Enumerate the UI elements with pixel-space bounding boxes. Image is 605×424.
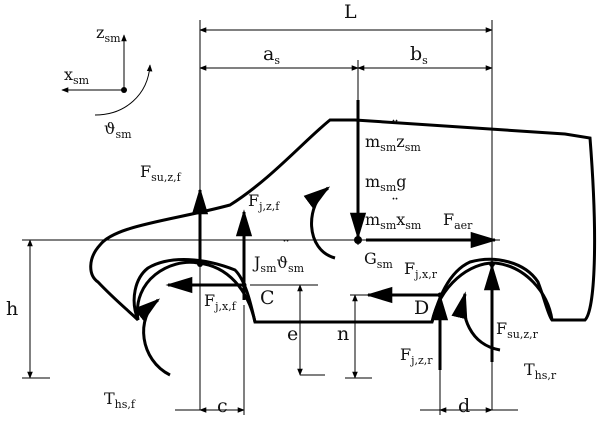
label-F-j-z-f: F xyxy=(248,191,259,210)
svg-text:zsm: zsm xyxy=(96,23,121,45)
svg-text:C: C xyxy=(260,287,275,309)
svg-text:L: L xyxy=(344,1,357,23)
double-dot-theta: ¨ xyxy=(282,237,290,256)
label-b: b xyxy=(410,43,422,65)
rear-torque-arrow xyxy=(451,291,501,352)
label-theta-sub: sm xyxy=(115,128,132,141)
label-F-j-x-r: F xyxy=(404,259,415,278)
label-F-j-x-r-sub: j,x,r xyxy=(413,268,438,281)
label-z-axis: z xyxy=(96,23,104,42)
label-n: n xyxy=(337,323,349,345)
label-mg-var: g xyxy=(396,172,406,191)
label-J: J xyxy=(252,253,260,272)
label-mx-var: x xyxy=(396,210,405,229)
label-F-aer: F xyxy=(443,210,454,229)
label-h: h xyxy=(6,298,18,320)
label-mx-m-sub: sm xyxy=(380,219,397,232)
label-theta: ϑ xyxy=(104,119,115,138)
label-point-C: C xyxy=(260,287,275,309)
label-c: c xyxy=(217,395,228,417)
label-mz-var-sub: sm xyxy=(405,141,422,154)
svg-text:n: n xyxy=(337,323,349,345)
svg-text:bs: bs xyxy=(410,43,428,67)
label-x-axis-sub: sm xyxy=(73,74,90,87)
label-mg-m: m xyxy=(365,172,380,191)
vehicle-body-outline xyxy=(89,118,597,324)
svg-text:Fj,x,r: Fj,x,r xyxy=(404,259,438,281)
svg-text:Fj,z,f: Fj,z,f xyxy=(248,191,280,213)
label-F-j-x-f: F xyxy=(204,291,215,310)
label-F-j-z-f-sub: j,z,f xyxy=(257,200,280,213)
double-dot-x: ¨ xyxy=(391,195,399,214)
label-F-su-z-r-sub: su,z,r xyxy=(507,328,539,341)
svg-text:Fsu,z,f: Fsu,z,f xyxy=(140,162,182,184)
label-point-D: D xyxy=(414,297,429,319)
svg-text:c: c xyxy=(217,395,228,417)
svg-text:Ths,f: Ths,f xyxy=(104,389,136,411)
svg-text:D: D xyxy=(414,297,429,319)
point-C-marker xyxy=(241,282,247,288)
inertia-moment-arrow xyxy=(303,186,336,260)
label-a-sub: s xyxy=(274,54,280,67)
front-wheel-center xyxy=(197,261,203,267)
label-F-j-z-r-sub: j,z,r xyxy=(409,354,433,367)
double-dot-z: ¨ xyxy=(391,117,399,136)
label-L: L xyxy=(344,1,357,23)
svg-text:h: h xyxy=(6,298,18,320)
pitch-rotation-arrow xyxy=(94,64,153,116)
label-T-hs-f-sub: hs,f xyxy=(115,398,136,411)
label-T-hs-f: T xyxy=(104,389,115,408)
label-F-su-z-f: F xyxy=(140,162,151,181)
svg-text:as: as xyxy=(263,43,280,67)
svg-text:msmxsm: msmxsm xyxy=(365,210,422,232)
label-G-sub: sm xyxy=(377,258,394,271)
label-mg-m-sub: sm xyxy=(380,181,397,194)
svg-text:Fsu,z,r: Fsu,z,r xyxy=(496,319,539,341)
label-F-su-z-f-sub: su,z,f xyxy=(151,171,182,184)
label-e: e xyxy=(287,323,298,345)
label-F-j-x-f-sub: j,x,f xyxy=(213,300,237,313)
svg-text:Jsmϑsm: Jsmϑsm xyxy=(252,253,305,275)
svg-text:msmg: msmg xyxy=(365,172,407,194)
label-mx-m: m xyxy=(365,210,380,229)
label-x-axis: x xyxy=(64,65,73,84)
label-mz-m: m xyxy=(365,132,380,151)
svg-text:Faer: Faer xyxy=(443,210,473,232)
label-mz-m-sub: sm xyxy=(380,141,397,154)
svg-text:Gsm: Gsm xyxy=(364,249,393,271)
rear-wheel-center xyxy=(489,261,495,267)
svg-text:Ths,r: Ths,r xyxy=(524,360,557,382)
frame-origin xyxy=(121,87,127,93)
center-of-gravity-point xyxy=(354,236,362,244)
label-J-var: ϑ xyxy=(277,253,288,272)
svg-text:msmzsm: msmzsm xyxy=(365,132,421,154)
label-mz-var: z xyxy=(396,132,404,151)
label-F-aer-sub: aer xyxy=(454,219,473,232)
svg-text:d: d xyxy=(458,395,470,417)
label-a: a xyxy=(263,43,274,65)
front-torque-arrow xyxy=(133,298,171,377)
point-D-marker xyxy=(437,292,443,298)
label-mx-var-sub: sm xyxy=(405,219,422,232)
label-d: d xyxy=(458,395,470,417)
svg-text:ϑsm: ϑsm xyxy=(104,119,132,141)
label-b-sub: s xyxy=(422,54,428,67)
label-J-sub: sm xyxy=(260,262,277,275)
svg-text:Fj,x,f: Fj,x,f xyxy=(204,291,237,313)
svg-text:xsm: xsm xyxy=(64,65,90,87)
label-G: G xyxy=(364,249,377,268)
label-T-hs-r: T xyxy=(524,360,535,379)
svg-text:Fj,z,r: Fj,z,r xyxy=(400,345,433,367)
svg-text:e: e xyxy=(287,323,298,345)
label-z-axis-sub: sm xyxy=(104,32,121,45)
label-F-su-z-r: F xyxy=(496,319,507,338)
label-J-var-sub: sm xyxy=(288,262,305,275)
label-T-hs-r-sub: hs,r xyxy=(535,369,557,382)
label-F-j-z-r: F xyxy=(400,345,411,364)
